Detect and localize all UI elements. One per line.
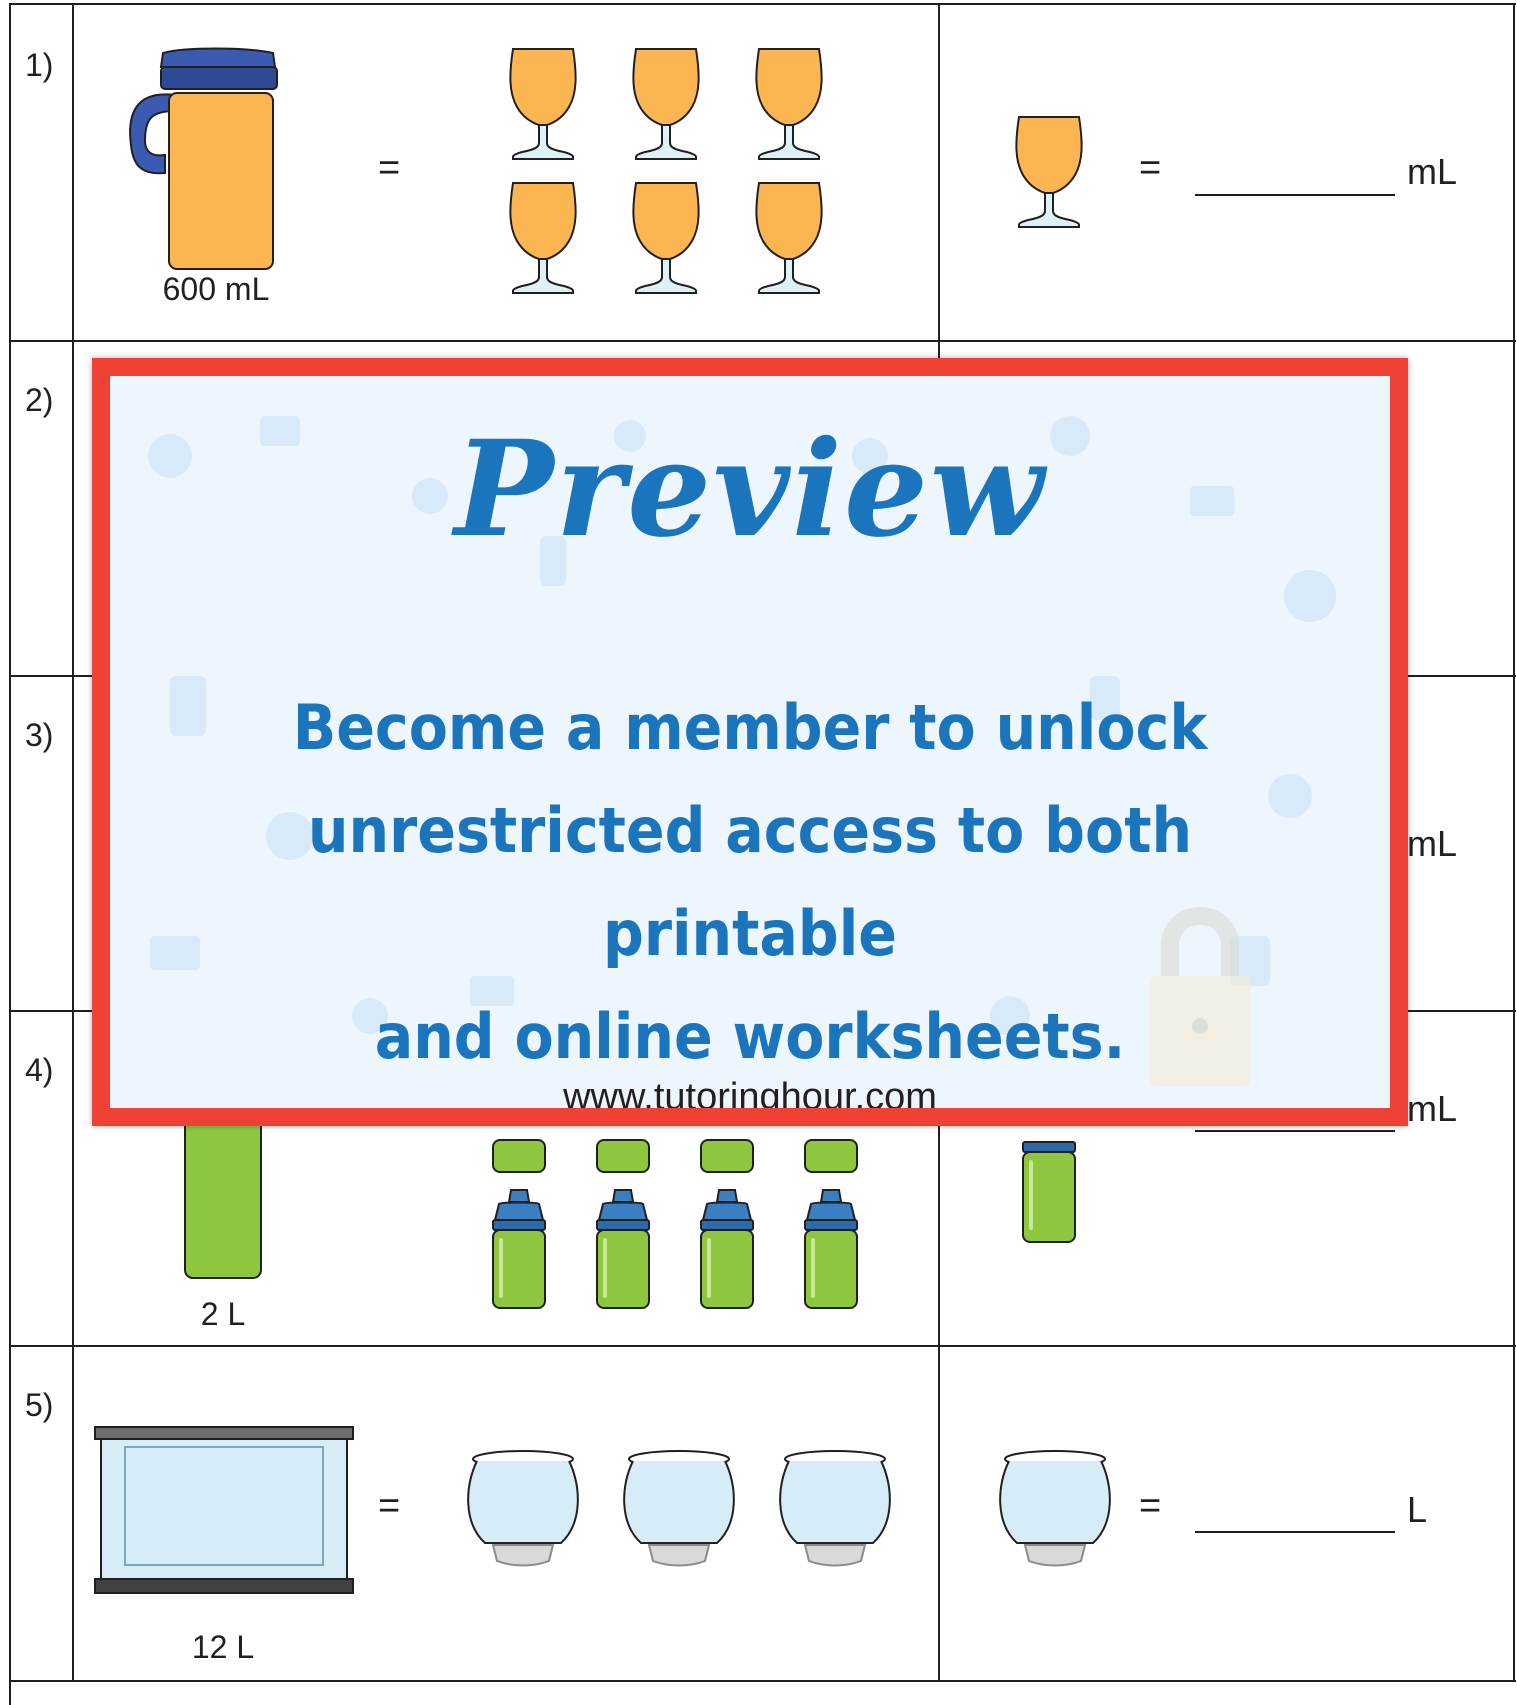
sippy-bottle-icon bbox=[804, 1139, 858, 1173]
fishbowl-icon bbox=[463, 1449, 583, 1569]
preview-message-line: Become a member to unlock bbox=[292, 691, 1208, 764]
sippy-bottle-icon bbox=[596, 1139, 650, 1173]
wine-glass-icon bbox=[507, 179, 579, 297]
preview-overlay: Preview Become a member to unlock unrest… bbox=[92, 358, 1408, 1126]
fishbowl-icon bbox=[775, 1449, 895, 1569]
answer-blank[interactable] bbox=[1195, 1531, 1395, 1533]
worksheet-grid: 1) 600 mL = = mL 2) 3) mL 4) bbox=[9, 3, 1516, 1705]
sippy-bottle-icon bbox=[593, 1188, 653, 1310]
preview-message-line: and online worksheets. bbox=[374, 1000, 1126, 1073]
answer-equals-sign: = bbox=[1139, 1485, 1162, 1527]
sippy-bottle-icon bbox=[801, 1188, 861, 1310]
equals-sign: = bbox=[378, 147, 401, 189]
preview-title: Preview bbox=[454, 412, 1046, 567]
question-row-1: 1) 600 mL = = mL bbox=[11, 5, 1516, 342]
equals-sign: = bbox=[378, 1485, 401, 1527]
answer-equals-sign: = bbox=[1139, 147, 1162, 189]
capacity-label: 2 L bbox=[200, 1296, 246, 1332]
wine-glass-icon bbox=[630, 179, 702, 297]
answer-blank[interactable] bbox=[1195, 194, 1395, 196]
question-number: 4) bbox=[25, 1052, 54, 1088]
fishbowl-icon bbox=[619, 1449, 739, 1569]
answer-blank[interactable] bbox=[1195, 1130, 1395, 1132]
sippy-bottle-icon bbox=[700, 1139, 754, 1173]
sippy-bottle-icon bbox=[697, 1188, 757, 1310]
wine-glass-icon bbox=[753, 179, 825, 297]
sippy-bottle-icon bbox=[1022, 1141, 1076, 1243]
question-number: 3) bbox=[25, 717, 54, 753]
answer-unit: L bbox=[1407, 1489, 1428, 1530]
fishbowl-icon bbox=[995, 1449, 1115, 1569]
question-number: 5) bbox=[25, 1387, 54, 1423]
sippy-bottle-icon bbox=[492, 1139, 546, 1173]
science-pattern-background bbox=[148, 416, 1336, 1086]
capacity-label: 600 mL bbox=[162, 271, 270, 307]
answer-unit: mL bbox=[1407, 1088, 1458, 1129]
wine-glass-icon bbox=[507, 45, 579, 163]
question-number: 2) bbox=[25, 382, 54, 418]
wine-glass-icon bbox=[630, 45, 702, 163]
preview-message-line: unrestricted access to both printable bbox=[307, 794, 1193, 970]
question-row-4: 4) 2 L = = mL bbox=[11, 1010, 1516, 1347]
lock-icon bbox=[1150, 907, 1250, 1086]
aquarium-icon bbox=[94, 1426, 354, 1594]
wine-glass-icon bbox=[753, 45, 825, 163]
sippy-bottle-icon bbox=[489, 1188, 549, 1310]
preview-message: Become a member to unlock unrestricted a… bbox=[198, 676, 1302, 1088]
wine-glass-icon bbox=[1013, 113, 1085, 231]
question-number: 1) bbox=[25, 47, 54, 83]
question-row-5: 5) 12 L = = L bbox=[11, 1345, 1516, 1682]
water-bottle-icon bbox=[184, 1109, 262, 1279]
jug-icon bbox=[129, 47, 278, 270]
answer-unit: mL bbox=[1407, 823, 1458, 864]
capacity-label: 12 L bbox=[191, 1629, 255, 1665]
site-url[interactable]: www.tutoringhour.com bbox=[563, 1076, 937, 1118]
answer-unit: mL bbox=[1407, 151, 1458, 192]
